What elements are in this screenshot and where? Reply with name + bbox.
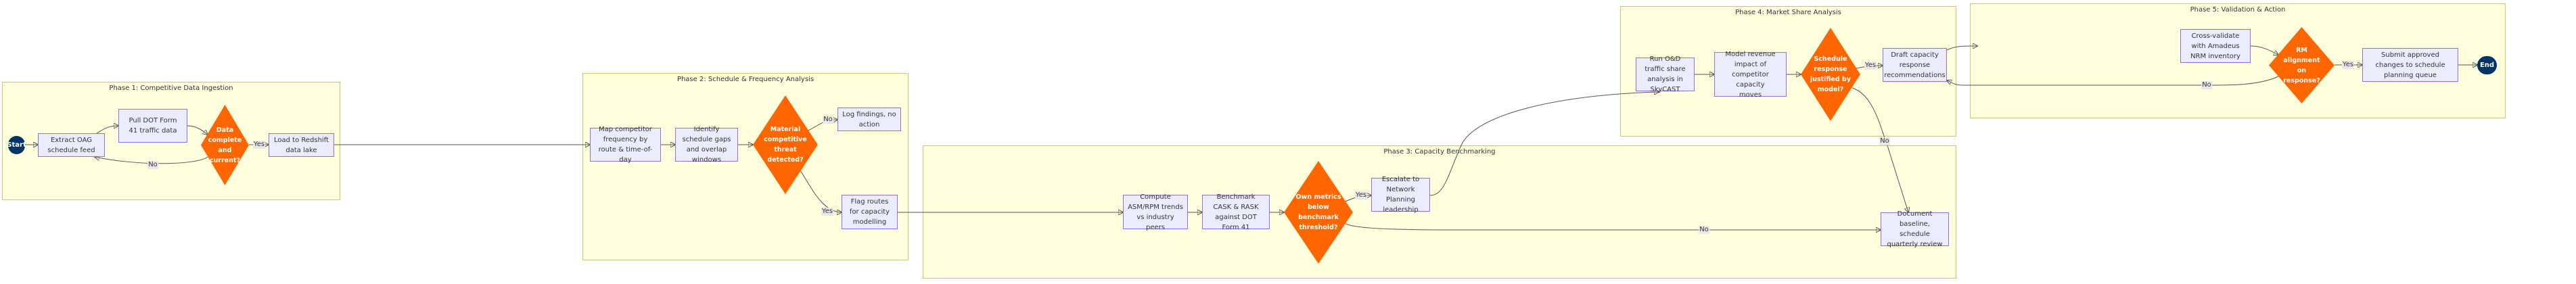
edge-cross-d5 (2250, 45, 2278, 55)
edge-label-d5-no: No (2201, 81, 2212, 89)
node-map-competitor-frequency[interactable]: Map competitor frequency by route & time… (590, 126, 661, 164)
decision-label: RM alignment on response? (2283, 46, 2320, 85)
diamond-shape (201, 105, 249, 185)
edge-label-d2-no: No (823, 116, 833, 124)
edge-label-d4-no: No (1879, 137, 1890, 145)
edge-label-d5-yes: Yes (2341, 61, 2355, 69)
decision-label: Schedule response justified by model? (1810, 55, 1852, 93)
node-benchmark-cask-rask[interactable]: Benchmark CASK & RASK against DOT Form 4… (1202, 193, 1270, 231)
decision-label: Own metrics below benchmark threshold? (1295, 193, 1341, 231)
decision-below-benchmark[interactable]: Own metrics below benchmark threshold? (1284, 161, 1353, 264)
cluster-title: Phase 5: Validation & Action (2190, 6, 2286, 14)
decision-label: Material competitive threat detected? (764, 126, 807, 164)
edge-d2-flag-yes (800, 170, 842, 212)
edge-d5-draft-no (1947, 76, 2279, 86)
node-pull-dot-form-41[interactable]: Pull DOT Form 41 traffic data (118, 109, 187, 143)
decision-rm-alignment[interactable]: RM alignment on response? (2269, 27, 2334, 103)
cluster-title: Phase 2: Schedule & Frequency Analysis (676, 76, 814, 83)
edge-d3-document-no (1344, 222, 1881, 230)
cluster-title: Phase 1: Competitive Data Ingestion (109, 85, 233, 92)
node-identify-schedule-gaps[interactable]: Identify schedule gaps and overlap windo… (675, 126, 738, 164)
decision-data-complete[interactable]: Data complete and current? (201, 105, 249, 185)
edge-label-d4-yes: Yes (1864, 62, 1877, 70)
node-flag-routes[interactable]: Flag routes for capacity modelling (842, 195, 898, 229)
cluster-title: Phase 3: Capacity Benchmarking (1383, 148, 1496, 156)
edge-d1-extract-no (95, 157, 208, 164)
node-load-redshift[interactable]: Load to Redshift data lake (269, 133, 334, 157)
cluster-title: Phase 4: Market Share Analysis (1735, 9, 1841, 16)
diamond-shape (753, 95, 818, 194)
edge-extract-pull (96, 126, 118, 134)
edge-label-d1-yes: Yes (252, 141, 266, 149)
edge-label-d1-no: No (147, 161, 158, 169)
node-cross-validate-amadeus[interactable]: Cross-validate with Amadeus NRM inventor… (2180, 29, 2251, 63)
decision-label: Data complete and current? (208, 126, 242, 164)
diamond-shape (2269, 27, 2334, 103)
edge-draft-cross (1946, 46, 1977, 51)
node-submit-approved-changes[interactable]: Submit approved changes to schedule plan… (2362, 48, 2458, 82)
node-log-findings[interactable]: Log findings, no action (837, 108, 901, 131)
edge-label-d3-no: No (1699, 226, 1709, 234)
node-run-od-traffic-share[interactable]: Run O&D traffic share analysis in SkyCAS… (1636, 55, 1695, 93)
node-extract-oag[interactable]: Extract OAG schedule feed (38, 133, 105, 157)
node-compute-asm-rpm[interactable]: Compute ASM/RPM trends vs industry peers (1123, 193, 1188, 231)
edge-label-d3-yes: Yes (1354, 191, 1368, 199)
edge-label-d2-yes: Yes (821, 208, 834, 216)
decision-response-justified[interactable]: Schedule response justified by model? (1801, 28, 1860, 121)
edge-pull-d1 (187, 125, 208, 135)
node-model-revenue-impact[interactable]: Model revenue impact of competitor capac… (1714, 51, 1787, 99)
edge-d4-document-no (1852, 87, 1908, 212)
start-node[interactable]: Start (7, 136, 26, 154)
edge-escalate-run (1429, 92, 1659, 196)
node-draft-capacity-response[interactable]: Draft capacity response recommendations (1883, 48, 1947, 82)
node-escalate-network-planning[interactable]: Escalate to Network Planning leadership (1371, 176, 1430, 214)
diamond-shape (1801, 28, 1860, 121)
decision-material-threat[interactable]: Material competitive threat detected? (753, 95, 818, 194)
diamond-shape (1284, 161, 1353, 264)
end-node[interactable]: End (2477, 56, 2497, 74)
node-document-baseline[interactable]: Document baseline, schedule quarterly re… (1881, 210, 1949, 248)
